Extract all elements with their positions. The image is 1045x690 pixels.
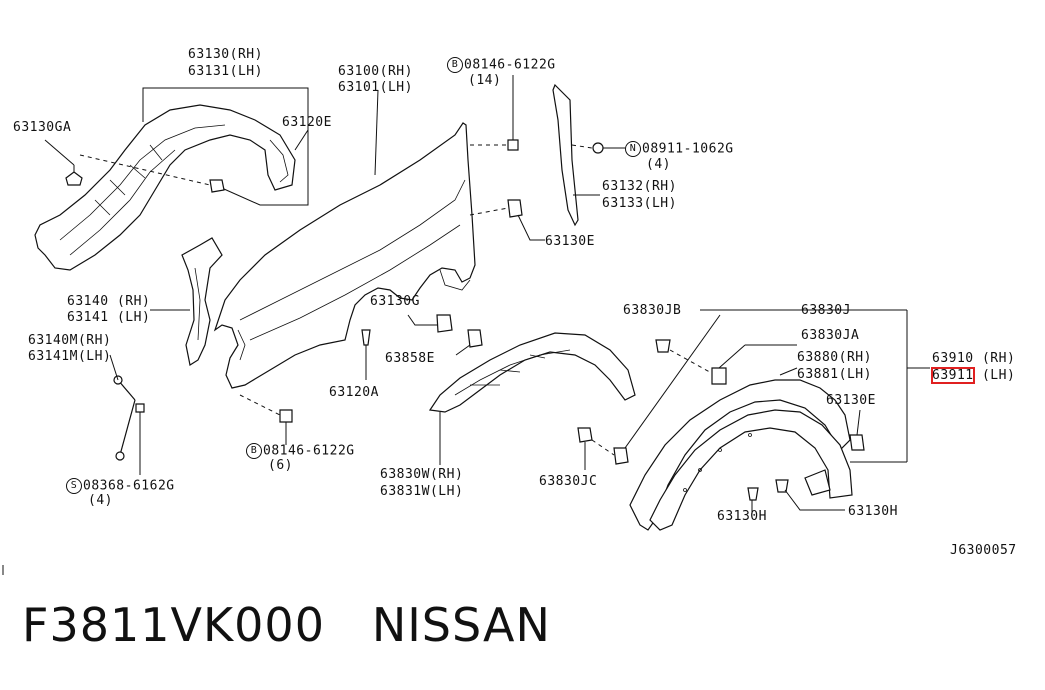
label-63830W: 63830W(RH) <box>380 467 464 482</box>
label-63130H-left: 63130H <box>717 509 767 524</box>
screw-symbol-icon: S <box>66 478 82 494</box>
bolt-bottom-quantity: (6) <box>268 458 293 473</box>
screw-quantity: (4) <box>88 493 113 508</box>
label-63132: 63132(RH) <box>602 179 677 194</box>
clip-63130GA <box>65 165 83 186</box>
part-number-caption: F3811VK000 NISSAN <box>22 598 551 652</box>
label-63830JA: 63830JA <box>801 328 860 343</box>
front-fender <box>213 122 476 389</box>
label-63910: 63910 (RH) <box>932 351 1016 366</box>
label-63101: 63101(LH) <box>338 80 413 95</box>
bolt-symbol-icon: B <box>447 57 463 73</box>
inner-fender-liner-left <box>34 104 296 271</box>
label-63120E: 63120E <box>282 115 332 130</box>
label-63120A: 63120A <box>329 385 379 400</box>
bolt-symbol-icon: B <box>246 443 262 459</box>
nut-symbol-icon: N <box>625 141 641 157</box>
overfender <box>629 379 853 531</box>
label-63830JB: 63830JB <box>623 303 682 318</box>
label-63130E-top: 63130E <box>545 234 595 249</box>
nut-quantity: (4) <box>646 157 671 172</box>
inner-liner-rear <box>428 332 636 465</box>
label-63858E: 63858E <box>385 351 435 366</box>
label-63130GA: 63130GA <box>13 120 72 135</box>
label-63140M: 63140M(RH) <box>28 333 112 348</box>
nut-part-number: 08911-1062G <box>642 141 734 157</box>
label-63881: 63881(LH) <box>797 367 872 382</box>
screw-part-number: 08368-6162G <box>83 478 175 494</box>
label-63140: 63140 (RH) <box>67 294 151 309</box>
label-63911: 63911 (LH) <box>931 367 1016 384</box>
label-63133: 63133(LH) <box>602 196 677 211</box>
label-63130E-right: 63130E <box>826 393 876 408</box>
bolt-top-part-number: 08146-6122G <box>464 57 556 73</box>
label-63141M: 63141M(LH) <box>28 349 112 364</box>
fender-seal <box>552 83 600 227</box>
label-63130H-right: 63130H <box>848 504 898 519</box>
label-63131: 63131(LH) <box>188 64 263 79</box>
diagram-reference-id: J6300057 <box>950 543 1017 558</box>
label-63831W: 63831W(LH) <box>380 484 464 499</box>
label-63100: 63100(RH) <box>338 64 413 79</box>
label-63141: 63141 (LH) <box>67 310 151 325</box>
label-63130: 63130(RH) <box>188 47 263 62</box>
label-63830JC: 63830JC <box>539 474 598 489</box>
bolt-bottom-part-number: 08146-6122G <box>263 443 355 459</box>
bolt-top-quantity: (14) <box>468 73 502 88</box>
label-63911-side: (LH) <box>973 368 1016 383</box>
support-rod <box>109 354 145 475</box>
label-63130G: 63130G <box>370 294 420 309</box>
label-63830J: 63830J <box>801 303 851 318</box>
fender-bracket <box>150 237 223 366</box>
highlighted-part-number: 63911 <box>931 367 975 384</box>
label-63880: 63880(RH) <box>797 350 872 365</box>
